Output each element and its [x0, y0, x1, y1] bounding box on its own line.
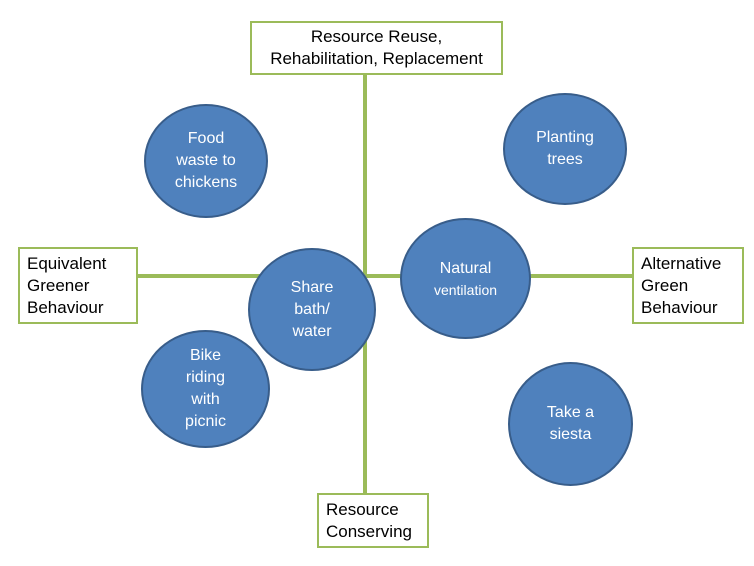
share-bath-line-2: bath/	[294, 300, 330, 318]
bike-riding-line-1: Bike	[189, 347, 222, 364]
bottom-axis-label-line-1: Resource	[326, 499, 399, 519]
left-axis-label-box: Equivalent Greener Behaviour	[18, 247, 138, 324]
share-bath-line-3: water	[292, 322, 332, 340]
take-siesta-line-1: Take a	[546, 404, 595, 421]
food-waste-bubble: Food waste to chickens	[144, 104, 268, 218]
share-bath-line-1: Share	[290, 278, 334, 296]
bike-riding-line-4: picnic	[185, 413, 226, 430]
right-axis-label-line-3: Behaviour	[641, 297, 718, 317]
top-axis-label-line-2: Rehabilitation, Replacement	[270, 49, 483, 68]
left-axis-label-line-3: Behaviour	[27, 297, 104, 317]
bike-riding-bubble: Bike riding with picnic	[141, 330, 270, 448]
left-axis-label-line-2: Greener	[27, 275, 90, 295]
bottom-axis-label-line-2: Conserving	[326, 521, 412, 541]
horizontal-axis-line	[138, 274, 634, 278]
food-waste-line-1: Food	[187, 130, 225, 147]
planting-trees-line-1: Planting	[536, 129, 594, 146]
planting-trees-line-2: trees	[547, 151, 583, 168]
top-axis-label-box: Resource Reuse, Rehabilitation, Replacem…	[250, 21, 503, 75]
natural-ventilation-line-2: ventilation	[433, 281, 498, 298]
take-siesta-bubble: Take a siesta	[508, 362, 633, 486]
top-axis-label-line-1: Resource Reuse,	[310, 27, 443, 46]
food-waste-line-3: chickens	[174, 174, 238, 191]
bike-riding-line-3: with	[191, 391, 220, 408]
left-axis-label-line-1: Equivalent	[27, 253, 107, 273]
natural-ventilation-bubble: Natural ventilation	[400, 218, 531, 339]
right-axis-label-line-2: Green	[641, 275, 689, 295]
natural-ventilation-line-1: Natural	[439, 259, 492, 277]
bottom-axis-label-box: Resource Conserving	[317, 493, 429, 548]
take-siesta-line-2: siesta	[549, 426, 592, 443]
right-axis-label-line-1: Alternative	[641, 253, 722, 273]
right-axis-label-box: Alternative Green Behaviour	[632, 247, 744, 324]
bike-riding-line-2: riding	[185, 369, 226, 386]
food-waste-line-2: waste to	[176, 152, 236, 169]
planting-trees-bubble: Planting trees	[503, 93, 627, 205]
share-bath-bubble: Share bath/ water	[248, 248, 376, 371]
